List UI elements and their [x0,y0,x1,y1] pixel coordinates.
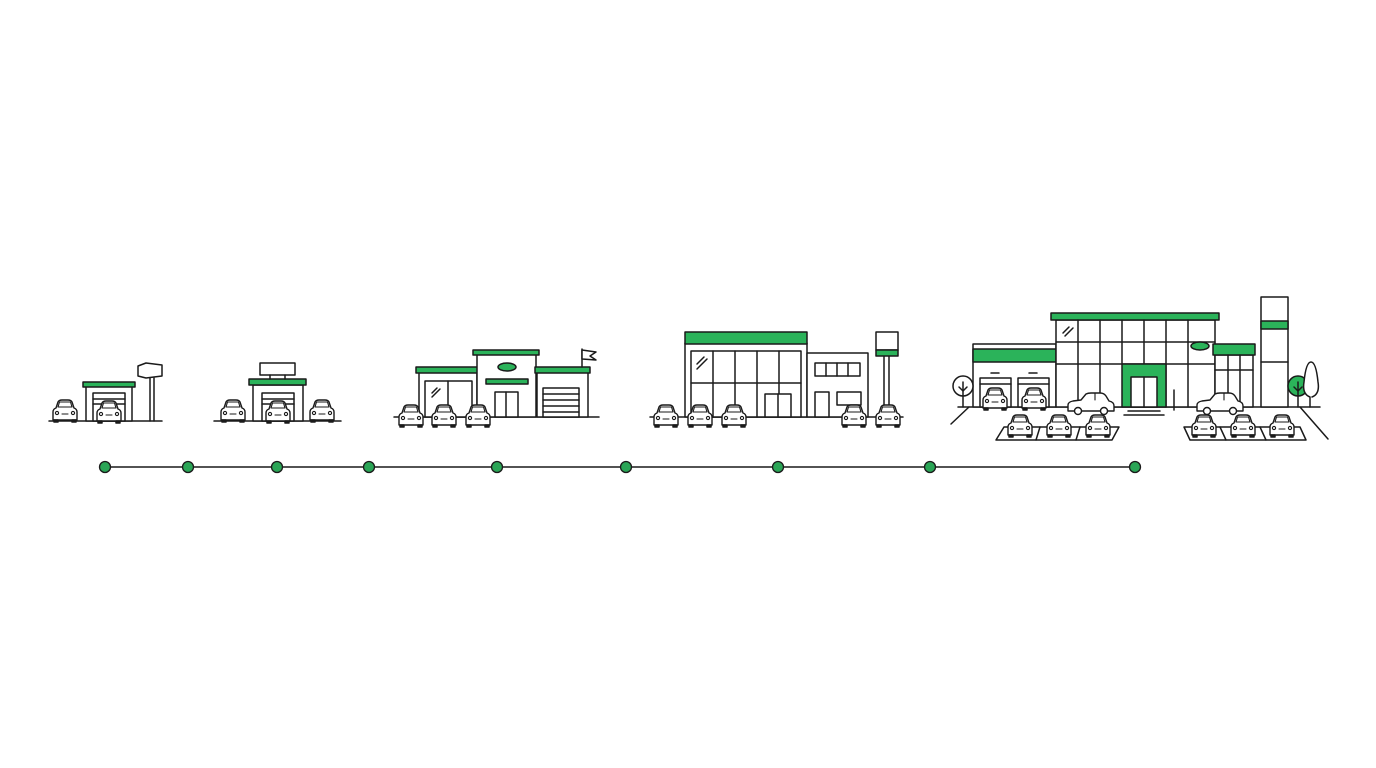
timeline-stop-2 [181,460,195,474]
timeline-stop-6 [619,460,633,474]
timeline-stop-1 [98,460,112,474]
timeline-stop-9 [1128,460,1142,474]
garage-with-sign-dealership-icon [213,362,342,424]
timeline-axis [98,460,1142,474]
small-garage-dealership-icon [48,362,163,424]
three-bay-dealership-icon [393,348,600,428]
two-storey-showroom-icon [649,331,904,428]
timeline-stop-4 [362,460,376,474]
timeline-stop-3 [270,460,284,474]
timeline-stop-7 [771,460,785,474]
large-dealership-campus-icon [950,296,1329,441]
timeline-stop-8 [923,460,937,474]
timeline-stop-5 [490,460,504,474]
